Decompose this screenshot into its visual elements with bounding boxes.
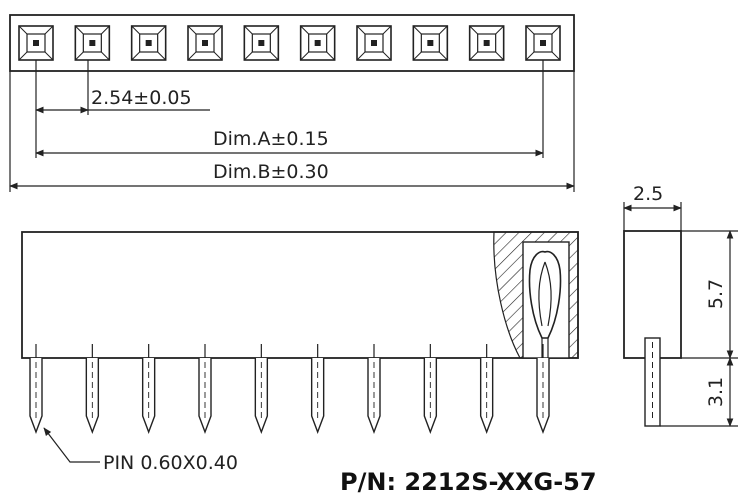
front-pin [29,344,43,434]
pin-hole [299,25,336,61]
height-label: 5.7 [705,279,727,309]
pin-hole [187,25,223,61]
part-number: P/N: 2212S-XXG-57 [340,468,597,496]
pin-hole [525,25,561,61]
front-pin [254,344,269,434]
pin-hole [356,25,392,61]
front-pin [367,344,381,434]
pin-holes [18,25,561,61]
top-view: 2.54±0.05 Dim.A±0.15 Dim.B±0.30 [9,14,575,192]
pitch-label: 2.54±0.05 [91,87,192,109]
pin-hole [468,25,505,61]
pin-hole [18,25,54,61]
pin-hole [74,25,111,61]
front-pins [29,344,550,434]
front-pin [198,344,212,434]
pin-hole [412,25,449,61]
front-pin [423,344,438,434]
front-pin [536,344,550,434]
pin-length-label: 3.1 [705,377,727,407]
spring-contact [528,250,562,339]
pin-hole [130,25,167,61]
pin-leader [43,427,100,463]
dim-b-label: Dim.B±0.30 [213,161,329,183]
top-view-body [9,14,575,72]
side-view: 2.5 5.7 3.1 [623,183,738,427]
front-view: PIN 0.60X0.40 [21,231,579,474]
pin-note: PIN 0.60X0.40 [103,452,238,474]
width-label: 2.5 [633,183,663,205]
dim-a-label: Dim.A±0.15 [213,128,329,150]
front-pin [479,344,494,434]
pin-hole [243,25,280,61]
front-pin [310,344,325,434]
front-pin [85,344,100,434]
front-pin [141,344,156,434]
